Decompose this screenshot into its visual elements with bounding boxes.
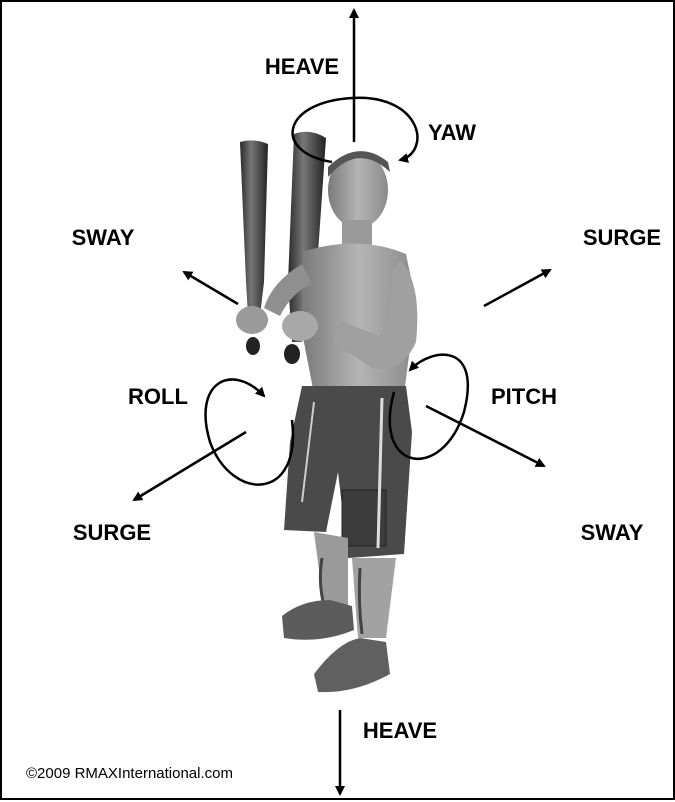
heave-top-label: HEAVE: [265, 54, 339, 79]
heave-bottom-label: HEAVE: [363, 718, 437, 743]
athlete-figure: [236, 131, 418, 693]
roll-loop-arrow: [204, 378, 295, 486]
yaw-label: YAW: [428, 120, 476, 145]
copyright-notice: ©2009 RMAXInternational.com: [26, 765, 233, 782]
club-left: [240, 140, 268, 355]
surge-right-arrow: [483, 268, 552, 308]
yaw-loop-arrow: [291, 96, 419, 164]
arrows: [132, 8, 552, 796]
head: [328, 152, 388, 228]
roll-label: ROLL: [128, 384, 188, 409]
shoe-right: [314, 638, 390, 693]
pitch-label: PITCH: [491, 384, 557, 409]
pitch-loop-arrow: [388, 353, 470, 461]
sway-left-arrow: [182, 270, 239, 306]
surge-left-label: SURGE: [73, 520, 151, 545]
surge-right-label: SURGE: [583, 225, 661, 250]
rotations: [204, 96, 470, 486]
surge-left-arrow: [132, 430, 247, 502]
sway-right-arrow: [425, 404, 546, 468]
shoe-left: [282, 600, 354, 640]
sway-right-label: SWAY: [581, 520, 644, 545]
sway-left-label: SWAY: [72, 225, 135, 250]
